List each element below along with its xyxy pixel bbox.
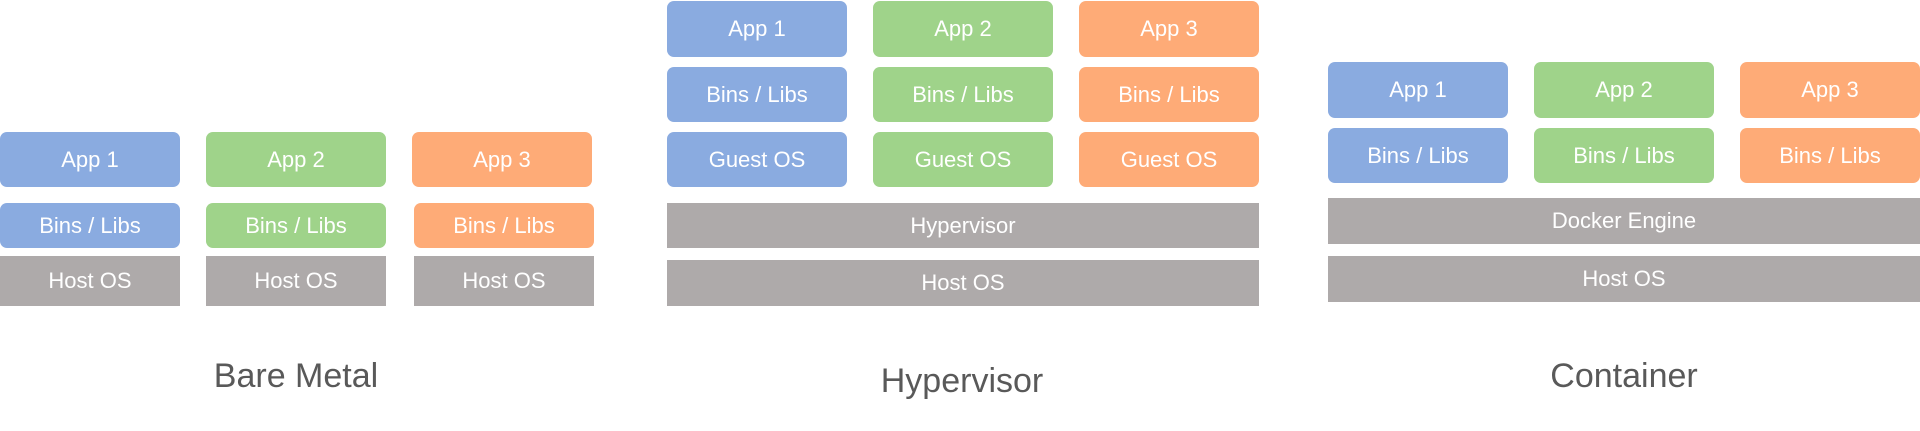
hypervisor-layer: Hypervisor	[667, 203, 1259, 248]
bare-metal-app-2: App 2	[206, 132, 386, 187]
bare-metal-libs-3: Bins / Libs	[414, 203, 594, 248]
bare-metal-host-os-2: Host OS	[206, 256, 386, 306]
hypervisor-guest-os-3: Guest OS	[1079, 132, 1259, 187]
container-libs-1: Bins / Libs	[1328, 128, 1508, 183]
hypervisor-libs-1: Bins / Libs	[667, 67, 847, 122]
container-libs-3: Bins / Libs	[1740, 128, 1920, 183]
bare-metal-app-3: App 3	[412, 132, 592, 187]
hypervisor-app-3: App 3	[1079, 1, 1259, 57]
bare-metal-host-os-3: Host OS	[414, 256, 594, 306]
docker-engine-layer: Docker Engine	[1328, 198, 1920, 244]
container-caption: Container	[1550, 357, 1698, 395]
hypervisor-guest-os-1: Guest OS	[667, 132, 847, 187]
container-host-os: Host OS	[1328, 256, 1920, 302]
container-libs-2: Bins / Libs	[1534, 128, 1714, 183]
container-app-1: App 1	[1328, 62, 1508, 118]
bare-metal-host-os-1: Host OS	[0, 256, 180, 306]
bare-metal-app-1: App 1	[0, 132, 180, 187]
hypervisor-app-1: App 1	[667, 1, 847, 57]
bare-metal-libs-1: Bins / Libs	[0, 203, 180, 248]
hypervisor-libs-3: Bins / Libs	[1079, 67, 1259, 122]
hypervisor-guest-os-2: Guest OS	[873, 132, 1053, 187]
hypervisor-host-os: Host OS	[667, 260, 1259, 306]
bare-metal-caption: Bare Metal	[213, 357, 379, 395]
container-app-2: App 2	[1534, 62, 1714, 118]
hypervisor-caption: Hypervisor	[880, 362, 1044, 400]
container-app-3: App 3	[1740, 62, 1920, 118]
hypervisor-app-2: App 2	[873, 1, 1053, 57]
hypervisor-libs-2: Bins / Libs	[873, 67, 1053, 122]
bare-metal-libs-2: Bins / Libs	[206, 203, 386, 248]
